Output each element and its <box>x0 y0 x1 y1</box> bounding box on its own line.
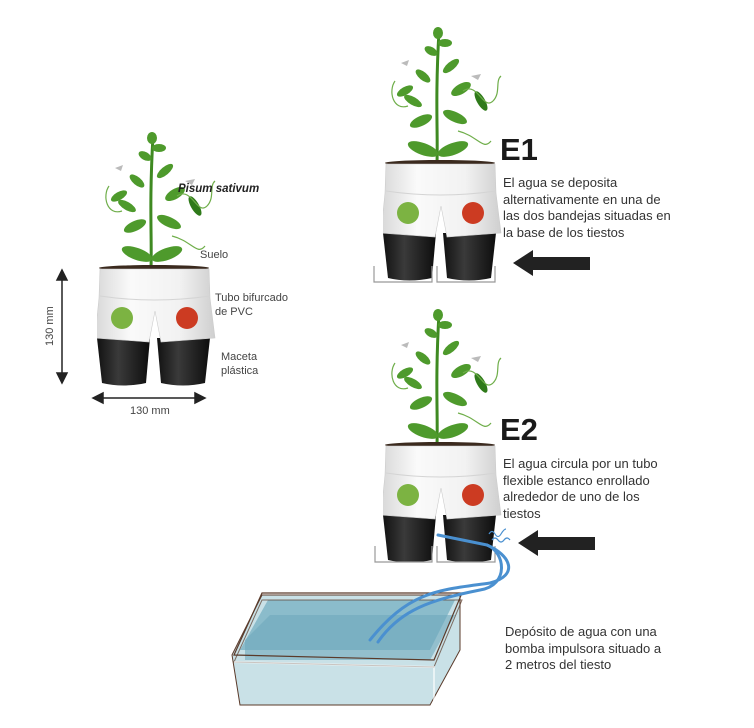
e2-description-line: tiestos <box>503 505 541 521</box>
e2-trays <box>374 546 496 563</box>
e1-heading: E1 <box>500 132 538 167</box>
left-plant-assembly <box>95 132 215 386</box>
e1-description-line: El agua se deposita <box>503 175 618 190</box>
width-dimension-label: 130 mm <box>130 405 170 417</box>
e1-description-line: las dos bandejas situadas en <box>503 208 671 223</box>
e2-arrow-icon <box>518 530 595 556</box>
reservoir-description: Depósito de agua con una bomba impulsora… <box>505 624 661 674</box>
pipe-label-line: de PVC <box>215 306 253 318</box>
soil-label: Suelo <box>200 249 229 261</box>
e2-plant-assembly <box>381 309 501 563</box>
e1-trays <box>373 266 496 283</box>
reservoir-description-line: Depósito de agua con una <box>505 624 657 639</box>
e1-plant-assembly <box>381 27 501 281</box>
pot-label-line: plástica <box>221 365 259 377</box>
water-tank <box>231 592 463 706</box>
e2-description-line: alrededor de uno de los <box>503 489 640 504</box>
e1-description-line: alternativamente en una de <box>503 191 661 207</box>
pipe-label-line: Tubo bifurcado <box>215 292 288 304</box>
pot-label: Maceta plástica <box>221 350 258 378</box>
pot-label-line: Maceta <box>221 351 258 363</box>
e1-description: El agua se deposita alternativamente en … <box>503 175 671 241</box>
e2-heading: E2 <box>500 412 538 447</box>
e1-description-line: la base de los tiestos <box>503 224 625 240</box>
e2-description-line: El agua circula por un tubo <box>503 456 658 471</box>
reservoir-description-line: bomba impulsora situado a <box>505 640 662 656</box>
e1-arrow-icon <box>513 250 590 276</box>
water-hose <box>368 533 511 644</box>
e2-description-line: flexible estanco enrollado <box>503 472 650 488</box>
pipe-label: Tubo bifurcado de PVC <box>215 291 288 319</box>
e2-description: El agua circula por un tubo flexible est… <box>503 456 658 522</box>
height-dimension-label: 130 mm <box>44 306 56 346</box>
water-flow-icon <box>488 528 511 543</box>
reservoir-description-line: 2 metros del tiesto <box>505 657 612 672</box>
species-label: Pisum sativum <box>178 183 260 195</box>
